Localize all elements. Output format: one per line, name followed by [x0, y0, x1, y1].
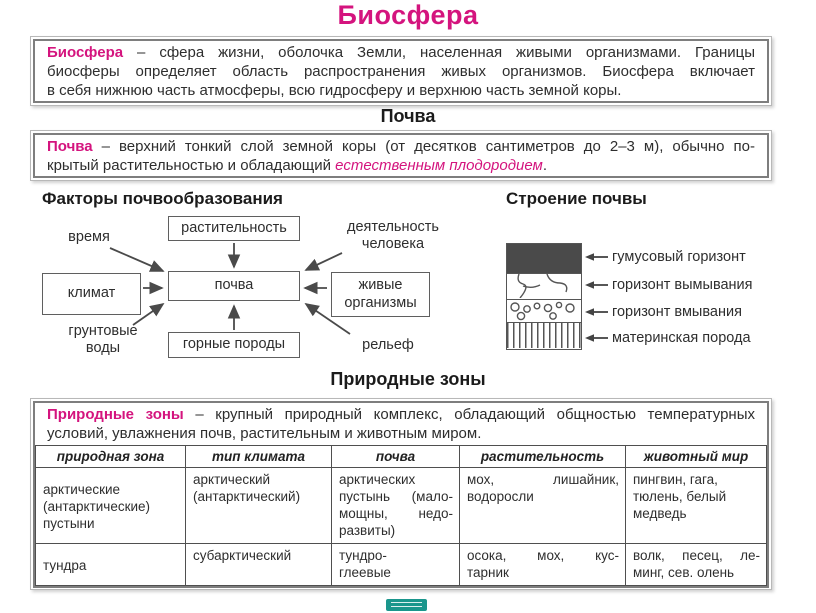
layer-label-row: материнская порода	[584, 330, 751, 346]
fertility-highlight: естественным плодородием	[335, 157, 543, 174]
watermark-chip	[386, 599, 427, 611]
soil-formation-diagram: растительность климат почва живые органи…	[30, 215, 460, 365]
factor-box-soil-center: почва	[168, 271, 300, 301]
biosphere-def-line-2: биосферы определяет область распростране…	[47, 63, 755, 80]
soil-profile-column	[506, 243, 582, 350]
cell-vegetation: осока, мох, кус-тарник	[459, 543, 626, 586]
layer-label-row: горизонт вымывания	[584, 277, 753, 293]
biosphere-definition-box: Биосфера – сфера жизни, оболочка Земли, …	[30, 36, 772, 106]
soil-section-title: Почва	[380, 106, 436, 126]
layer-label: горизонт вмывания	[612, 304, 742, 320]
factor-box-organisms: живые организмы	[331, 272, 430, 317]
cell-climate: арктический(антарктический)	[185, 467, 332, 544]
col-header-vegetation: растительность	[459, 445, 626, 468]
zones-box: Природные зоны – крупный природный компл…	[30, 398, 772, 590]
zones-def-line-1: Природные зоны – крупный природный компл…	[47, 406, 755, 423]
layer-label-row: гумусовый горизонт	[584, 249, 746, 265]
pebbles-pattern	[510, 301, 575, 321]
page-title: Биосфера	[337, 0, 479, 30]
left-arrow-icon	[585, 281, 608, 289]
col-header-zone: природная зона	[35, 445, 186, 468]
zones-table: природная зона тип климата почва растите…	[35, 445, 767, 586]
parent-rock-layer	[507, 322, 581, 348]
cell-animals: волк, песец, ле-минг, сев. олень	[625, 543, 767, 586]
illuvial-layer	[507, 299, 581, 322]
factor-box-vegetation: растительность	[168, 216, 300, 241]
soil-structure-heading: Строение почвы	[506, 189, 647, 208]
col-header-soil: почва	[331, 445, 460, 468]
diagram-arrows	[109, 243, 351, 335]
factor-box-rocks: горные породы	[168, 332, 300, 358]
cell-vegetation: мох, лишайник,водоросли	[459, 467, 626, 544]
col-header-climate: тип климата	[185, 445, 332, 468]
cell-soil: тундро-глеевые	[331, 543, 460, 586]
biosphere-term: Биосфера	[47, 44, 124, 61]
table-row-tundra: тундра субарктический тундро-глеевые осо…	[35, 543, 767, 586]
layer-label: горизонт вымывания	[612, 277, 753, 293]
factor-label-groundwater: грунтовые воды	[68, 323, 138, 356]
biosphere-def-line-1: Биосфера – сфера жизни, оболочка Земли, …	[47, 44, 755, 61]
left-arrow-icon	[585, 308, 608, 316]
cell-zone: арктические(антарктические)пустыни	[35, 467, 186, 544]
zones-section-title: Природные зоны	[330, 369, 486, 389]
cracks-pattern	[517, 274, 568, 299]
layer-label-row: горизонт вмывания	[584, 304, 742, 320]
factor-label-relief: рельеф	[362, 337, 414, 353]
soil-definition-box: Почва – верхний тонкий слой земной коры …	[30, 130, 772, 181]
factor-label-human: деятельность человека	[347, 219, 439, 252]
table-row-arctic: арктические(антарктические)пустыни аркти…	[35, 467, 767, 544]
leaching-layer	[507, 273, 581, 299]
soil-structure-diagram: гумусовый горизонт горизонт вымывания го…	[460, 215, 816, 365]
zones-table-header-row: природная зона тип климата почва растите…	[35, 445, 767, 468]
cell-climate: субарктический	[185, 543, 332, 586]
cell-zone: тундра	[35, 543, 186, 586]
soil-def-line-1: Почва – верхний тонкий слой земной коры …	[47, 138, 755, 155]
zones-def-line-2: условий, увлажнения почв, растительным и…	[47, 425, 482, 442]
soil-term: Почва	[47, 138, 93, 155]
left-arrow-icon	[585, 253, 608, 261]
zones-term: Природные зоны	[47, 406, 184, 423]
biosphere-def-line-3: в себя нижнюю часть атмосферы, всю гидро…	[47, 82, 622, 99]
layer-label: гумусовый горизонт	[612, 249, 746, 265]
col-header-animals: животный мир	[625, 445, 767, 468]
left-arrow-icon	[585, 334, 608, 342]
factor-box-climate: климат	[42, 273, 141, 315]
soil-def-line-2: крытый растительностью и обладающий есте…	[47, 157, 547, 174]
humus-layer	[507, 244, 581, 273]
factors-heading: Факторы почвообразования	[42, 189, 283, 208]
factor-label-time: время	[68, 229, 110, 245]
layer-label: материнская порода	[612, 330, 751, 346]
